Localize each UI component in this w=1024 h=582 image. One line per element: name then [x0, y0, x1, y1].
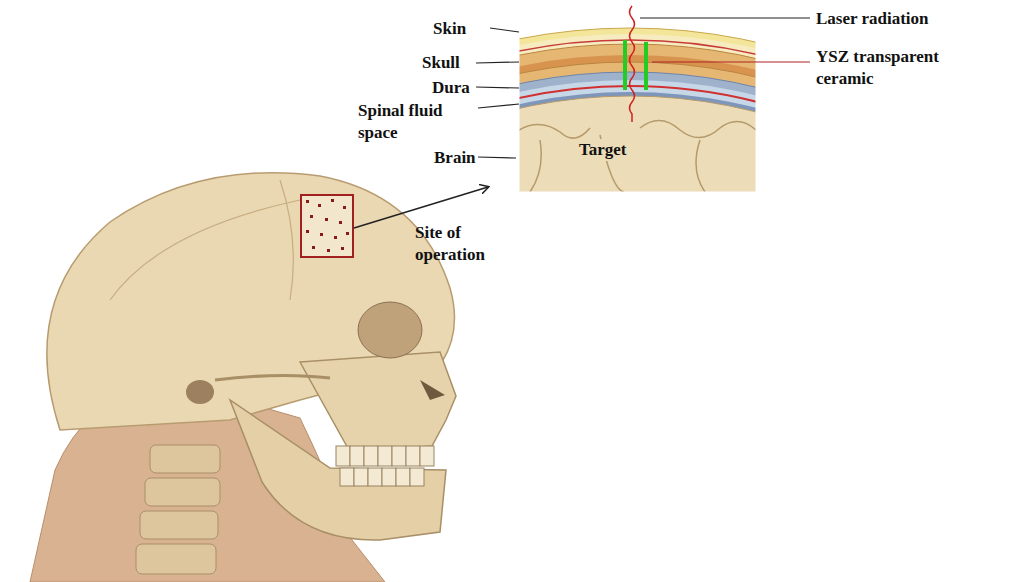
leader-lines — [476, 18, 810, 158]
text-label: Laser radiation — [816, 8, 929, 30]
ceramic-implant — [644, 42, 648, 90]
text-label: Site of operation — [415, 222, 513, 266]
text-label: Target — [577, 139, 629, 161]
laser-beam — [630, 6, 635, 122]
pointer-arrow — [354, 187, 488, 228]
cross-section-inset — [519, 26, 756, 192]
text-label: Brain — [434, 147, 476, 169]
text-label: Skin — [433, 18, 466, 40]
text-label: Dura — [432, 77, 470, 99]
leader-line — [652, 61, 810, 62]
head-illustration — [30, 173, 456, 582]
text-label: YSZ transparent ceramic — [816, 46, 976, 90]
operation-site-marker — [301, 195, 353, 257]
text-label: Spinal fluid space — [358, 100, 470, 144]
ceramic-implant — [623, 40, 627, 90]
text-label: Skull — [422, 52, 460, 74]
